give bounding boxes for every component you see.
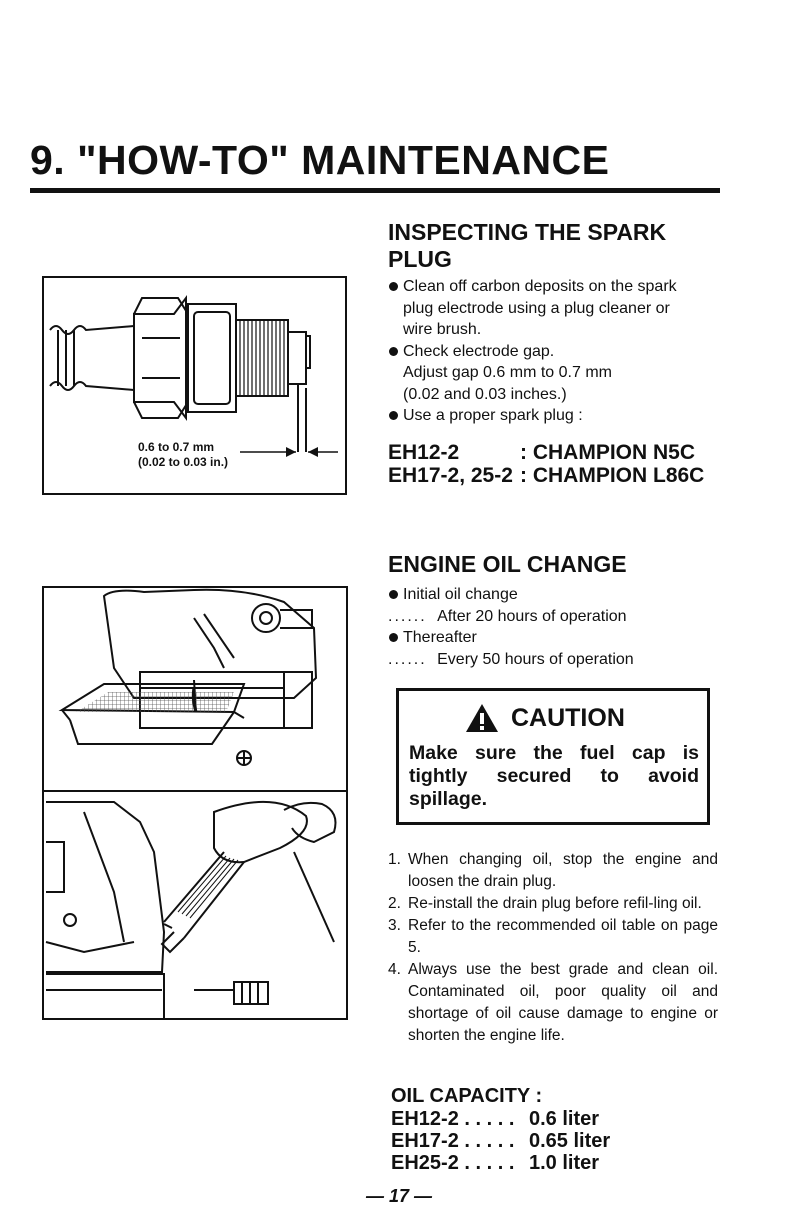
- bullet-proper-plug: Use a proper spark plug :: [388, 405, 723, 427]
- spark-plug-heading-line1: INSPECTING THE SPARK: [388, 219, 667, 245]
- spark-plug-section: INSPECTING THE SPARK PLUG Clean off carb…: [388, 219, 723, 487]
- capacity-row: EH17-2 . . . . .0.65 liter: [391, 1130, 611, 1152]
- spark-plug-drawing: [49, 295, 338, 457]
- caution-label: CAUTION: [511, 703, 625, 732]
- bullet-clean-carbon: Clean off carbon deposits on the spark p…: [388, 276, 723, 341]
- initial-oil-change-interval: ...... After 20 hours of operation: [388, 607, 627, 625]
- fill-oil-diagram: [42, 790, 348, 1020]
- warning-triangle-icon: [466, 704, 498, 732]
- thereafter-interval: ...... Every 50 hours of operation: [388, 650, 634, 668]
- fill-oil-drawing: [45, 800, 337, 1018]
- step-item: 4. Always use the best grade and clean o…: [388, 961, 718, 1044]
- drain-oil-diagram: [42, 586, 348, 792]
- spark-plug-heading-line2: PLUG: [388, 246, 452, 273]
- capacity-row: EH12-2 . . . . .0.6 liter: [391, 1108, 600, 1130]
- initial-oil-change-label: Initial oil change: [388, 584, 723, 606]
- page-number: — 17 —: [365, 1186, 433, 1206]
- plug-type: : CHAMPION N5C: [520, 440, 696, 464]
- step-item: 2. Re-install the drain plug before refi…: [388, 895, 702, 912]
- oil-change-heading: ENGINE OIL CHANGE: [388, 551, 627, 577]
- gap-dimension-label: 0.6 to 0.7 mm (0.02 to 0.03 in.): [138, 440, 229, 469]
- title-rule: [30, 188, 720, 193]
- plug-type: : CHAMPION L86C: [520, 463, 705, 487]
- oil-capacity-heading: OIL CAPACITY :: [391, 1085, 543, 1107]
- caution-header: CAUTION: [465, 703, 625, 733]
- capacity-row: EH25-2 . . . . .1.0 liter: [391, 1152, 600, 1174]
- caution-message: Make sure the fuel cap is tightly secure…: [409, 742, 699, 810]
- page-title: 9. "HOW-TO" MAINTENANCE: [30, 137, 610, 183]
- engine-model: EH17-2, 25-2: [388, 463, 513, 487]
- caution-box: CAUTION Make sure the fuel cap is tightl…: [396, 688, 710, 825]
- bullet-check-gap: Check electrode gap. Adjust gap 0.6 mm t…: [388, 341, 723, 406]
- plug-model-row: EH17-2, 25-2 : CHAMPION L86C: [388, 464, 723, 487]
- drain-oil-drawing: [58, 588, 318, 766]
- step-item: 1. When changing oil, stop the engine an…: [388, 851, 718, 890]
- oil-change-steps: 1. When changing oil, stop the engine an…: [388, 849, 718, 1047]
- plug-model-row: EH12-2 : CHAMPION N5C: [388, 441, 723, 464]
- thereafter-label: Thereafter: [388, 627, 723, 649]
- engine-model: EH12-2: [388, 440, 460, 464]
- oil-change-section: ENGINE OIL CHANGE Initial oil change ...…: [388, 551, 723, 670]
- oil-capacity-section: OIL CAPACITY : EH12-2 . . . . .0.6 liter…: [391, 1085, 610, 1174]
- step-item: 3. Refer to the recommended oil table on…: [388, 917, 718, 956]
- spark-plug-diagram: [42, 276, 347, 495]
